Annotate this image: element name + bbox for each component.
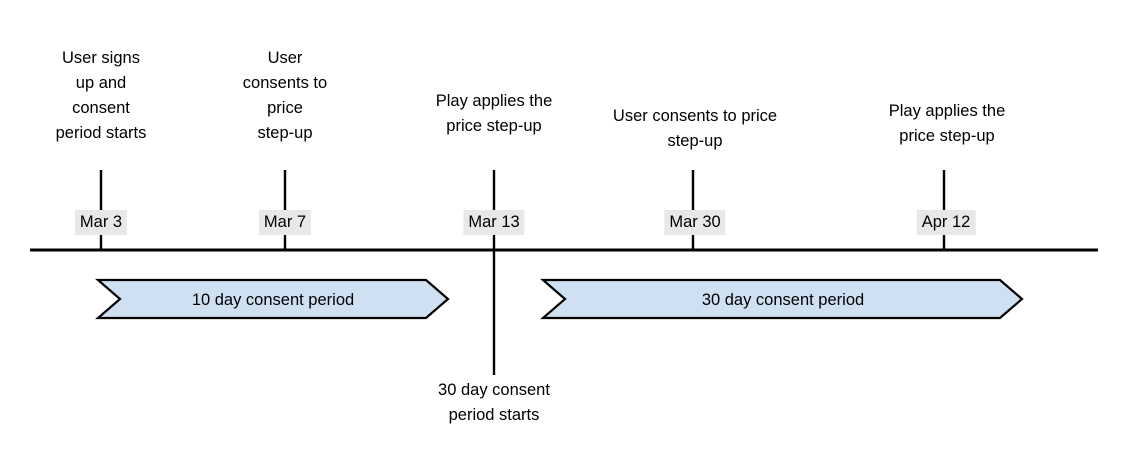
band-label-30-day: 30 day consent period — [701, 291, 865, 309]
band-shape-10-day — [95, 278, 450, 320]
band-label-10-day: 10 day consent period — [191, 291, 355, 309]
event-caption-mar-30: User consents to price step-up — [612, 107, 778, 150]
event-caption-mar-3: User signs up and consent period starts — [55, 49, 147, 142]
date-chip-mar-13[interactable]: Mar 13 — [463, 210, 525, 235]
date-chip-apr-12[interactable]: Apr 12 — [916, 210, 976, 235]
event-caption-mar-7: User consents to price step-up — [242, 49, 328, 142]
below-caption-mar-13: 30 day consent period starts — [438, 381, 550, 424]
event-caption-mar-13: Play applies the price step-up — [435, 92, 553, 135]
date-chip-mar-7[interactable]: Mar 7 — [258, 210, 312, 235]
date-chip-mar-3[interactable]: Mar 3 — [74, 210, 128, 235]
event-caption-apr-12: Play applies the price step-up — [888, 102, 1006, 145]
band-shape-30-day — [540, 278, 1024, 320]
date-chip-mar-30[interactable]: Mar 30 — [664, 210, 726, 235]
